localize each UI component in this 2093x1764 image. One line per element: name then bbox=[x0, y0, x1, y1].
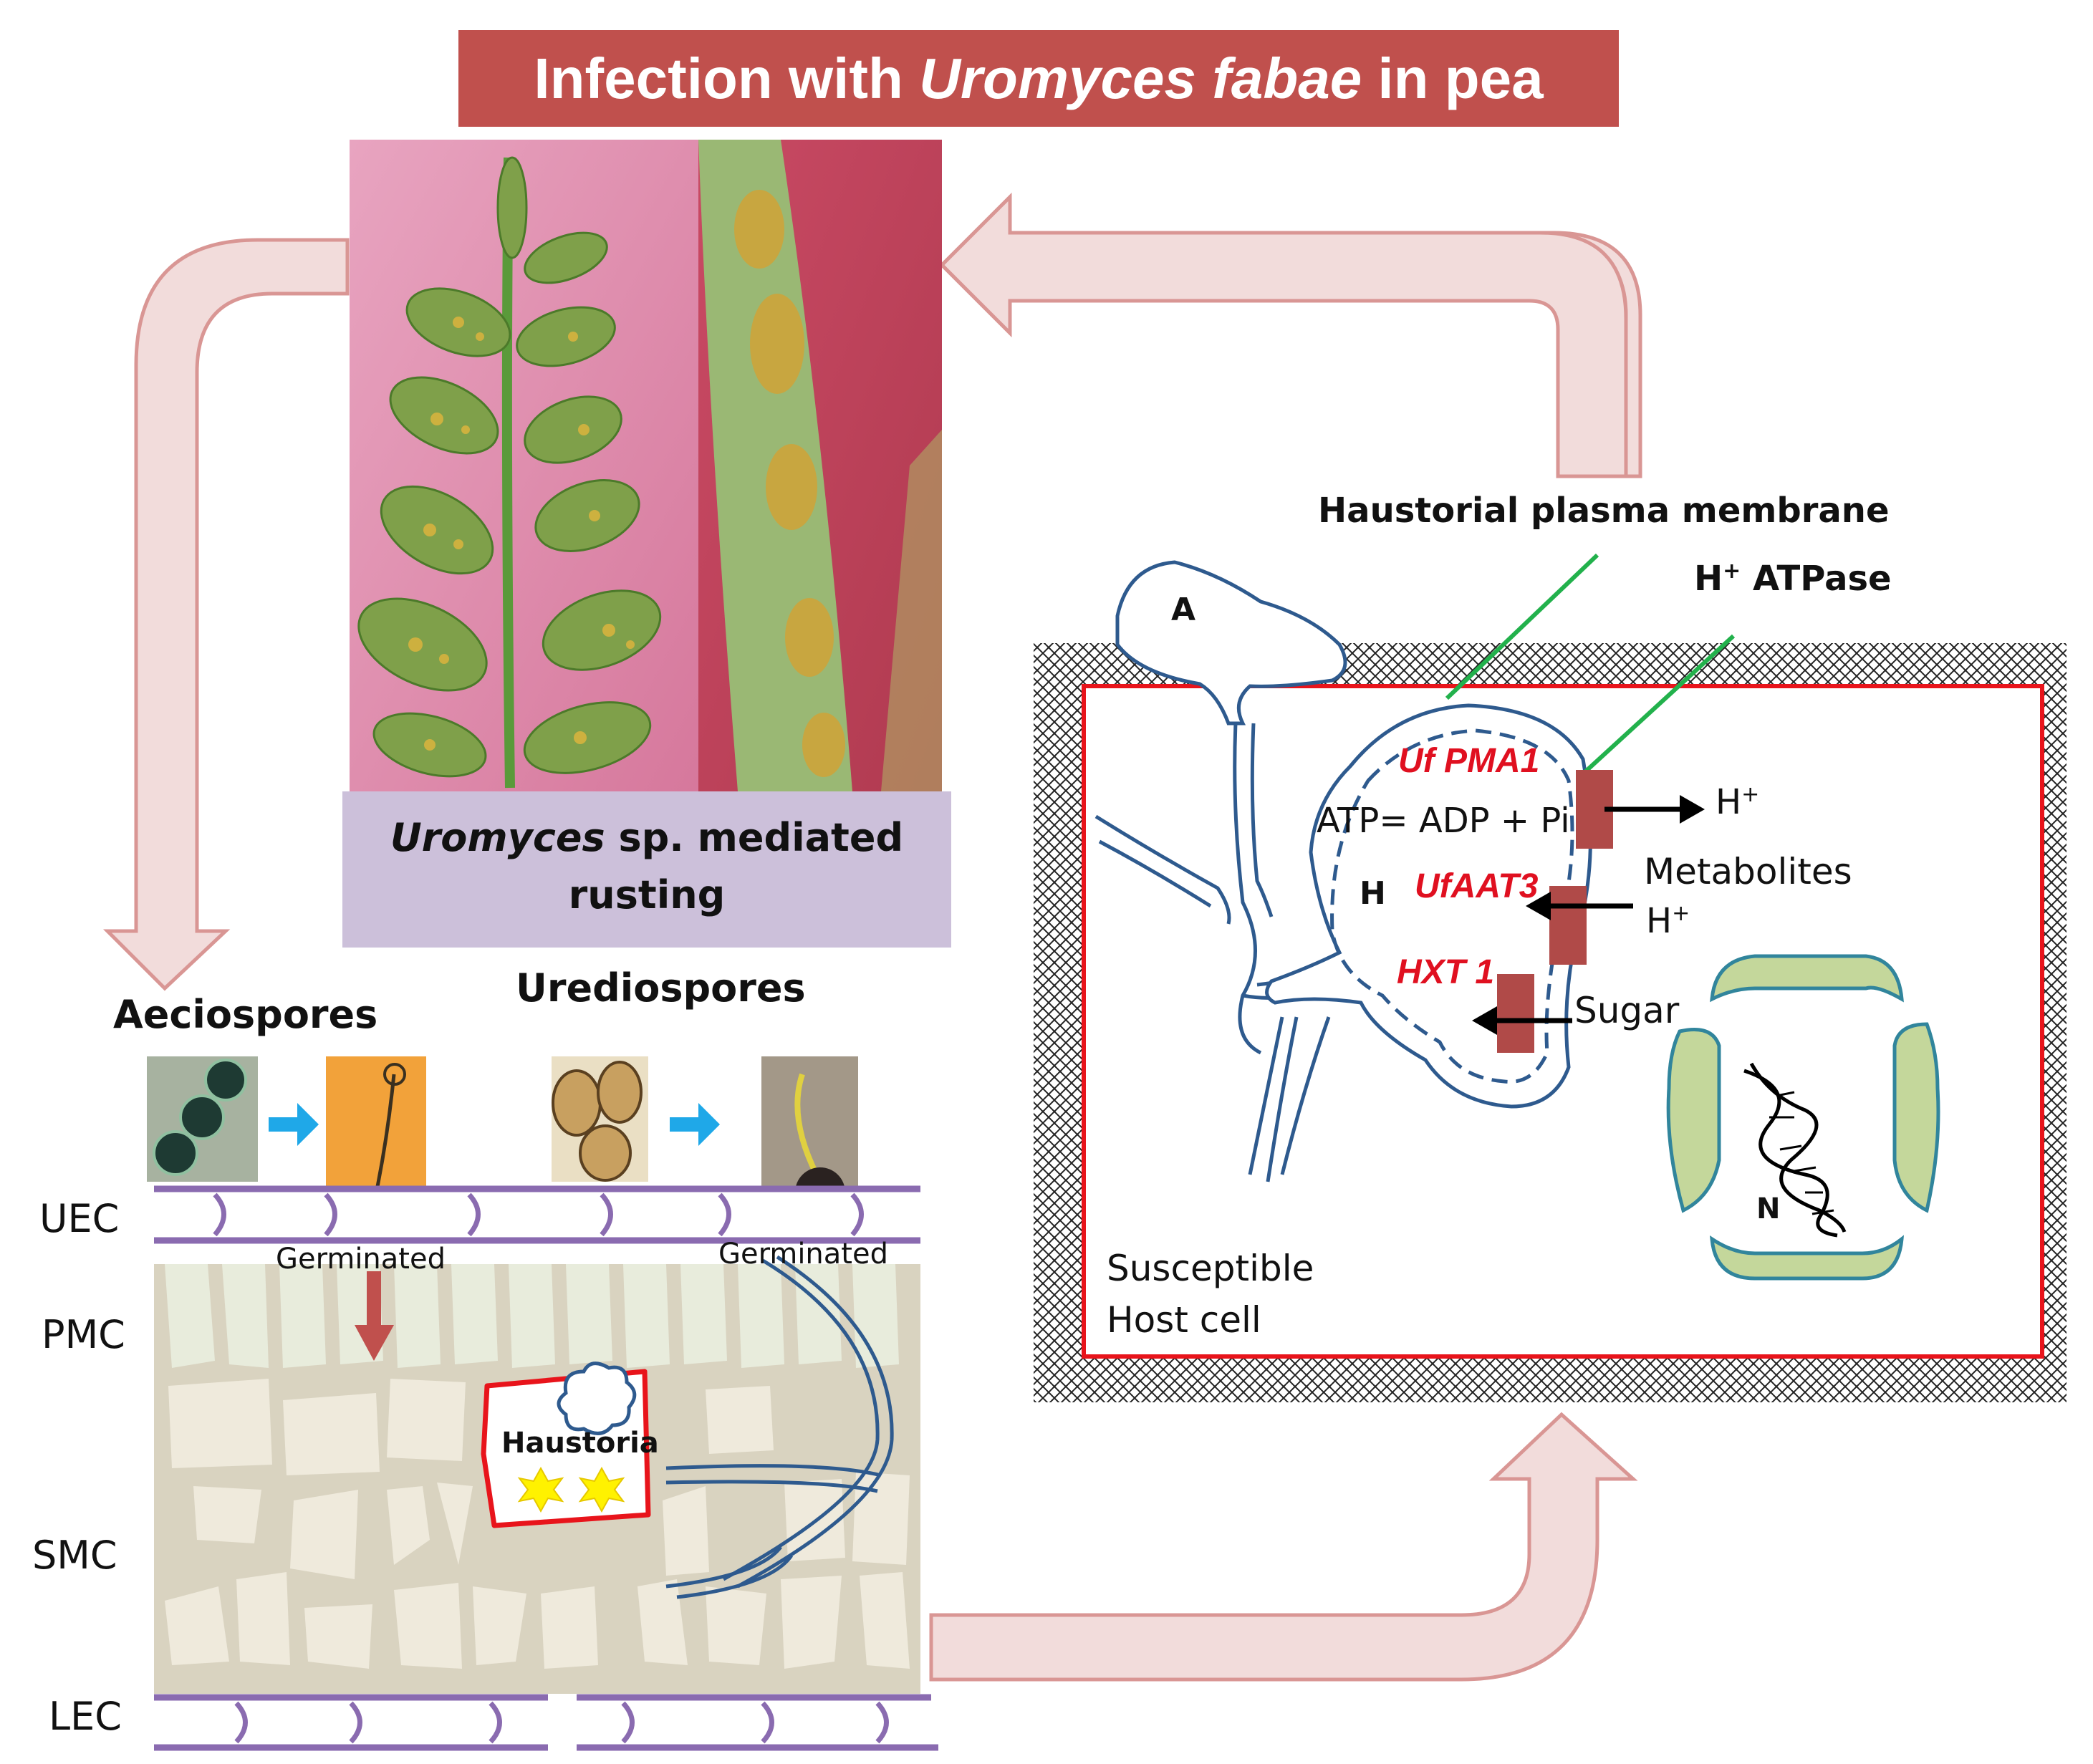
haustoria-label: Haustoria bbox=[501, 1427, 659, 1460]
urediospore-image bbox=[552, 1056, 648, 1182]
uf-pma1-label: Uf PMA1 bbox=[1398, 742, 1540, 780]
urediospores-label: Urediospores bbox=[516, 965, 806, 1011]
title-species: Uromyces fabae bbox=[919, 46, 1362, 110]
appressorium-label: A bbox=[1171, 592, 1196, 628]
haustorium-inner-dashed bbox=[1330, 728, 1574, 1084]
hxt1-label: HXT 1 bbox=[1397, 953, 1495, 991]
ufaat3-label: UfAAT3 bbox=[1415, 867, 1539, 905]
atpase-rest: ATPase bbox=[1741, 559, 1892, 599]
dna-helix-icon bbox=[1743, 1062, 1847, 1238]
penetration-arrow-shaft bbox=[367, 1271, 381, 1329]
germinated-label-right: Germinated bbox=[718, 1238, 888, 1271]
haustoria-cloud bbox=[557, 1361, 637, 1435]
aeciospore-germination-arrow bbox=[269, 1103, 319, 1146]
atpase-h: H bbox=[1694, 559, 1723, 599]
host-cell-panel bbox=[1034, 553, 2066, 1402]
h-in: H bbox=[1646, 901, 1673, 941]
h-out-sup: + bbox=[1741, 782, 1760, 807]
cycle-arrow-bottom bbox=[929, 1412, 1638, 1682]
leaf-cross-section bbox=[154, 1185, 938, 1751]
cycle-arrow-left bbox=[102, 238, 350, 991]
uec-label: UEC bbox=[39, 1196, 120, 1241]
caption-rest: sp. mediated bbox=[605, 815, 904, 860]
atpase-label: H+ ATPase bbox=[1694, 559, 1892, 599]
pmc-label: PMC bbox=[42, 1312, 125, 1357]
cycle-arrow-top-body bbox=[939, 192, 1628, 478]
haustorium-label: H bbox=[1360, 875, 1386, 912]
membrane-pointer-line bbox=[1445, 553, 1599, 700]
smc-label: SMC bbox=[32, 1533, 117, 1578]
pea-pod-photo bbox=[698, 140, 942, 791]
atpase-pointer-line bbox=[1577, 634, 1736, 779]
h-out: H bbox=[1716, 782, 1742, 822]
title-prefix: Infection with bbox=[534, 46, 920, 110]
title-bar bbox=[458, 30, 1619, 127]
photo-caption: Uromyces sp. mediated rusting bbox=[342, 809, 951, 924]
atp-equation: ATP= ADP + Pi bbox=[1317, 801, 1570, 841]
appressorium-outline bbox=[1115, 560, 1347, 726]
pea-leaf-photo bbox=[350, 140, 698, 791]
germinated-label-left: Germinated bbox=[276, 1243, 446, 1276]
aeciospores-label: Aeciospores bbox=[113, 992, 378, 1037]
urediospore-germination-arrow bbox=[670, 1103, 720, 1146]
nucleus-label: N bbox=[1756, 1192, 1781, 1225]
aeciospore-image bbox=[147, 1056, 258, 1182]
sugar-label: Sugar bbox=[1574, 990, 1680, 1031]
hxt1-transporter bbox=[1497, 974, 1534, 1053]
title-suffix: in pea bbox=[1362, 46, 1544, 110]
metabolites-label: Metabolites bbox=[1644, 851, 1852, 892]
ufaat3-transporter bbox=[1549, 886, 1587, 965]
susceptible-line2: Host cell bbox=[1107, 1299, 1261, 1341]
haustoria-stars bbox=[517, 1466, 625, 1513]
lec-label: LEC bbox=[49, 1694, 122, 1739]
page-title: Infection with Uromyces fabae in pea bbox=[458, 30, 1619, 127]
susceptible-host-label: Susceptible Host cell bbox=[1107, 1243, 1314, 1346]
haustorial-membrane-label: Haustorial plasma membrane bbox=[1318, 491, 1890, 531]
h-in-sup: + bbox=[1672, 901, 1690, 926]
nucleus bbox=[1666, 954, 1940, 1281]
h-in-label: H+ bbox=[1646, 901, 1690, 941]
caption-genus: Uromyces bbox=[390, 815, 605, 860]
penetration-arrow-head bbox=[355, 1325, 394, 1361]
caption-box bbox=[342, 791, 951, 948]
susceptible-line1: Susceptible bbox=[1107, 1248, 1314, 1289]
atpase-sup: + bbox=[1723, 559, 1741, 584]
caption-line2: rusting bbox=[568, 872, 726, 917]
h-out-label: H+ bbox=[1716, 782, 1759, 822]
